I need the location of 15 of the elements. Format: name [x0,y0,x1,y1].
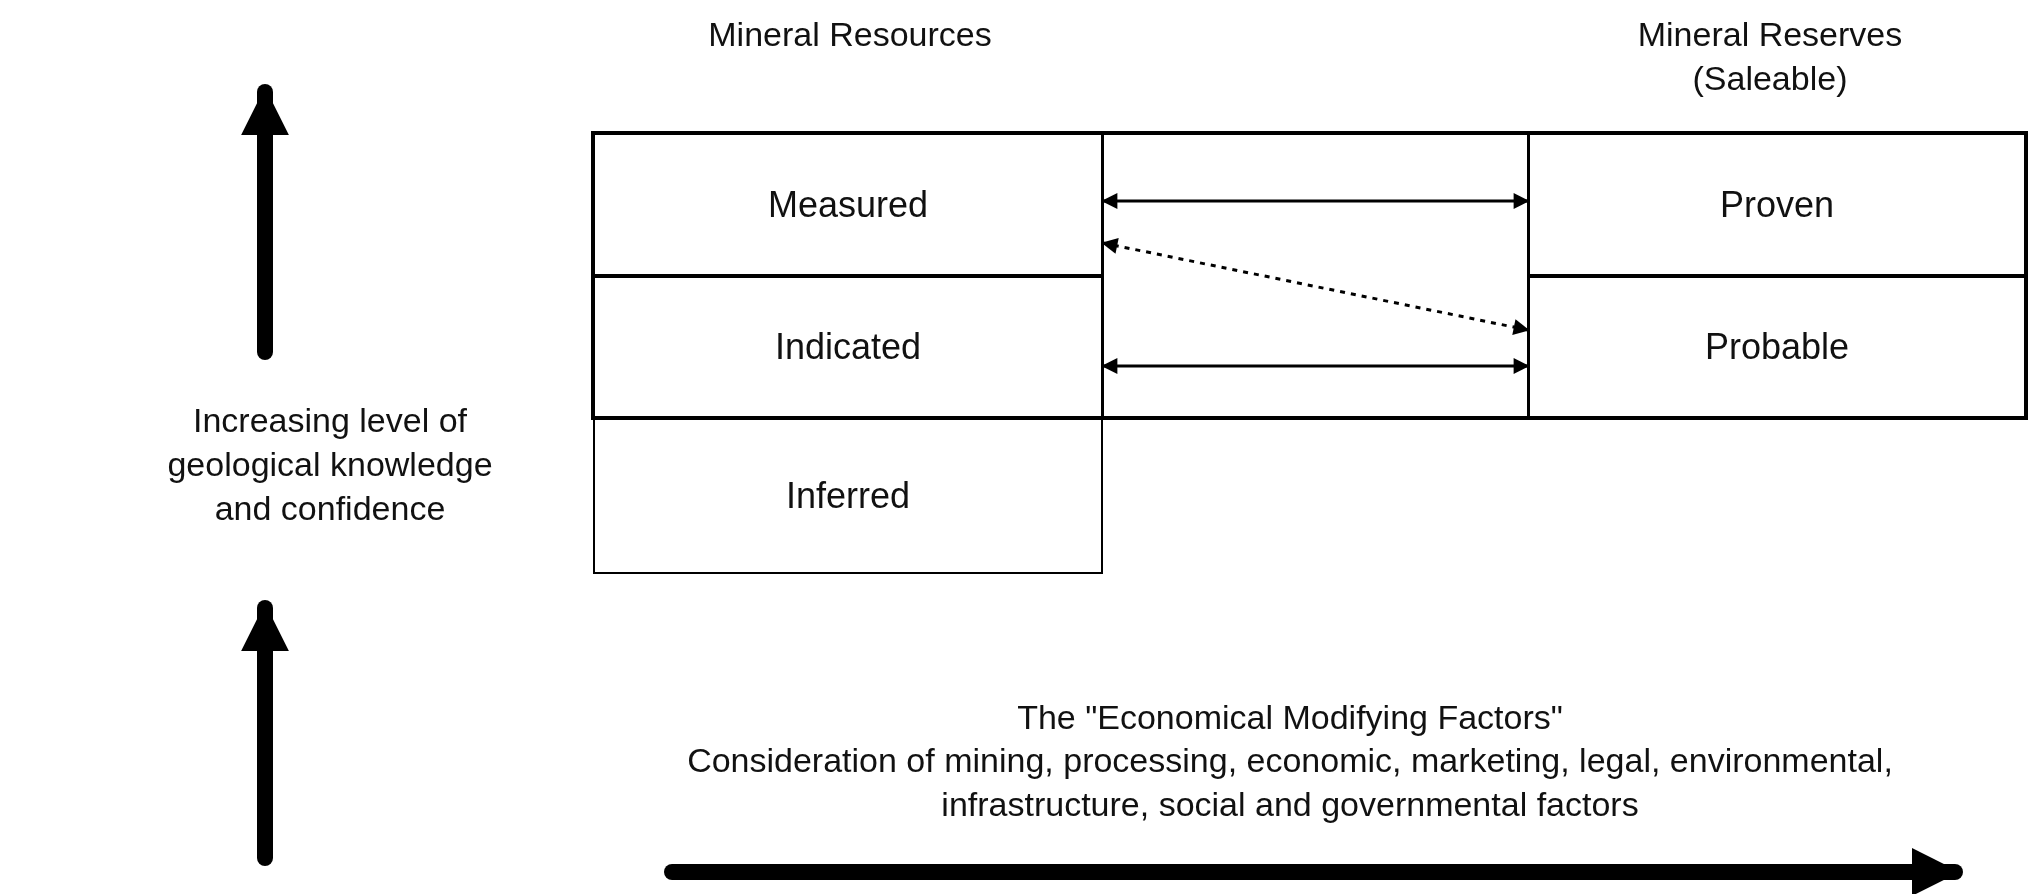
axis-caption: Increasing level of geological knowledge and confidence [166,400,494,530]
cell-text: Proven [1719,183,1835,226]
cell-text: Measured [767,183,929,226]
caption-text: Consideration of mining, processing, economic, marketing, legal, environmental, infrastructure, social and governmental factors [686,740,1894,826]
cell-text: Inferred [785,475,911,517]
table-cell [1528,276,2026,418]
table-cell [1528,133,2026,276]
caption-text: The "Economical Modifying Factors" [1016,697,1564,738]
cell-text: Indicated [774,326,922,368]
column-heading: Mineral Resources [707,14,993,55]
table-cell [593,418,1103,574]
table-cell [593,276,1103,418]
cell-text: Probable [1704,326,1850,368]
table-cell [593,133,1103,276]
column-heading: Mineral Reserves (Saleable) [1636,14,1904,100]
